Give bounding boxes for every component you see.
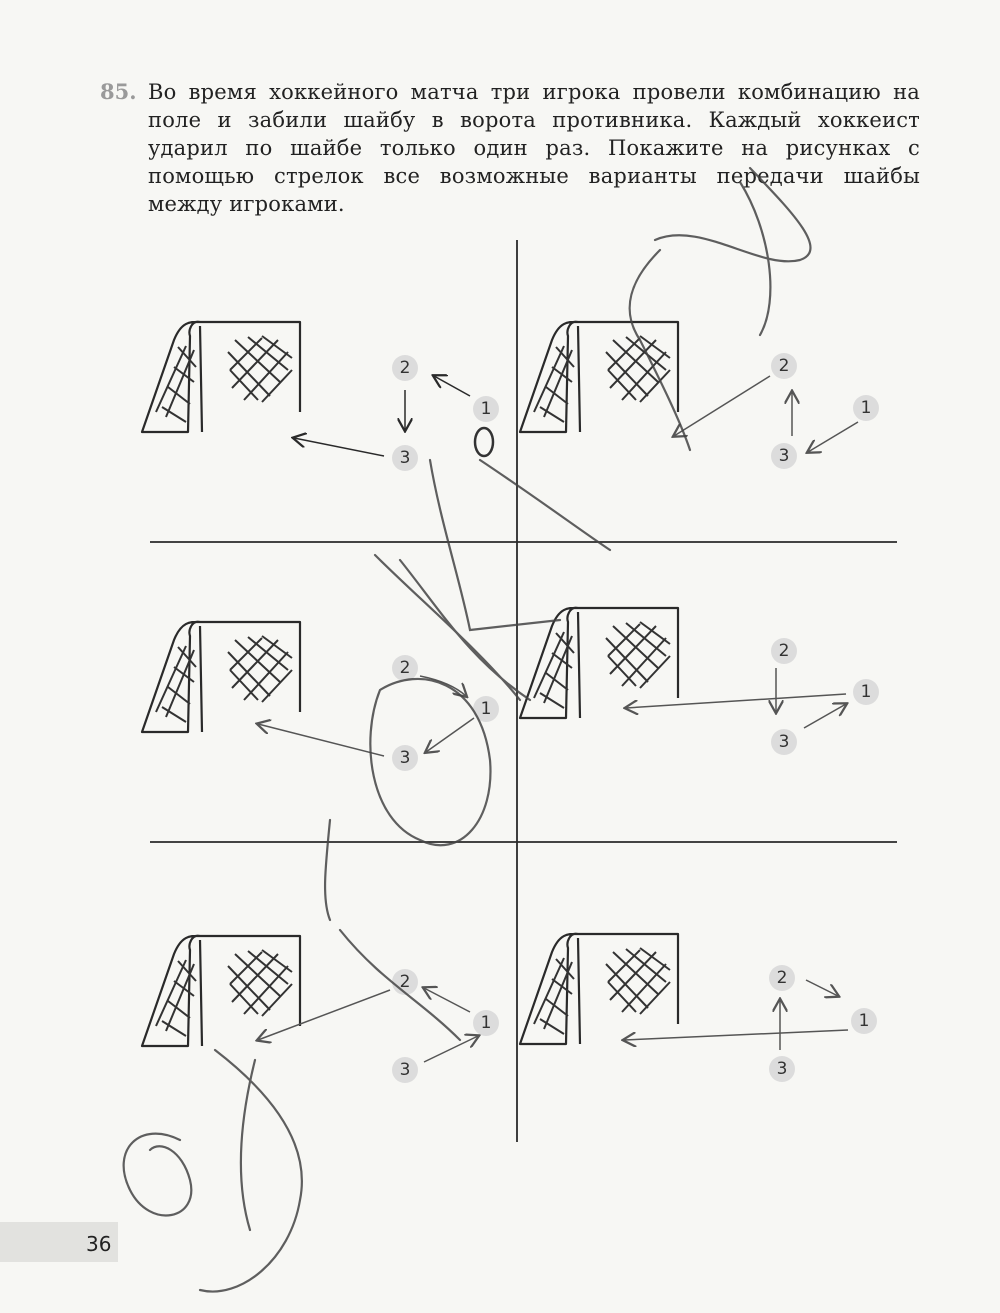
page-number: 36 <box>86 1232 112 1256</box>
svg-text:2: 2 <box>400 658 411 678</box>
svg-text:1: 1 <box>481 699 492 719</box>
player-2: 2 <box>392 969 418 995</box>
svg-text:1: 1 <box>861 682 872 702</box>
svg-text:3: 3 <box>400 748 411 768</box>
player-2: 2 <box>771 353 797 379</box>
player-3: 3 <box>771 443 797 469</box>
svg-text:3: 3 <box>400 1060 411 1080</box>
variant-panel-2: 2 1 3 <box>518 320 879 469</box>
player-3: 3 <box>392 1057 418 1083</box>
player-1: 1 <box>853 679 879 705</box>
pencil-scribbles <box>122 166 812 1293</box>
player-1: 1 <box>853 395 879 421</box>
variant-panel-3: 2 1 3 <box>140 620 499 771</box>
svg-text:2: 2 <box>779 641 790 661</box>
variant-panel-5: 2 1 3 <box>140 934 499 1083</box>
player-3: 3 <box>771 729 797 755</box>
svg-text:3: 3 <box>779 732 790 752</box>
player-3: 3 <box>392 745 418 771</box>
player-2: 2 <box>771 638 797 664</box>
svg-text:1: 1 <box>861 398 872 418</box>
svg-text:3: 3 <box>400 448 411 468</box>
variant-panel-1: 2 1 3 <box>140 320 499 471</box>
variant-panel-6: 2 1 3 <box>518 932 877 1082</box>
svg-text:1: 1 <box>859 1011 870 1031</box>
player-2: 2 <box>392 355 418 381</box>
svg-text:2: 2 <box>400 358 411 378</box>
player-1: 1 <box>473 396 499 422</box>
task-85: 85. Во время хоккейного матча три игрока… <box>100 78 920 218</box>
player-2: 2 <box>392 655 418 681</box>
player-3: 3 <box>392 445 418 471</box>
task-number: 85. <box>100 79 137 104</box>
task-text: Во время хоккейного матча три игрока про… <box>148 80 920 216</box>
svg-text:2: 2 <box>400 972 411 992</box>
svg-text:1: 1 <box>481 399 492 419</box>
player-2: 2 <box>769 965 795 991</box>
player-1: 1 <box>473 1010 499 1036</box>
svg-text:3: 3 <box>779 446 790 466</box>
svg-text:2: 2 <box>779 356 790 376</box>
variant-panel-4: 2 1 3 <box>518 606 879 755</box>
svg-text:3: 3 <box>777 1059 788 1079</box>
player-1: 1 <box>473 696 499 722</box>
player-1: 1 <box>851 1008 877 1034</box>
svg-text:2: 2 <box>777 968 788 988</box>
svg-text:1: 1 <box>481 1013 492 1033</box>
player-3: 3 <box>769 1056 795 1082</box>
page-number-tab <box>0 1222 118 1262</box>
